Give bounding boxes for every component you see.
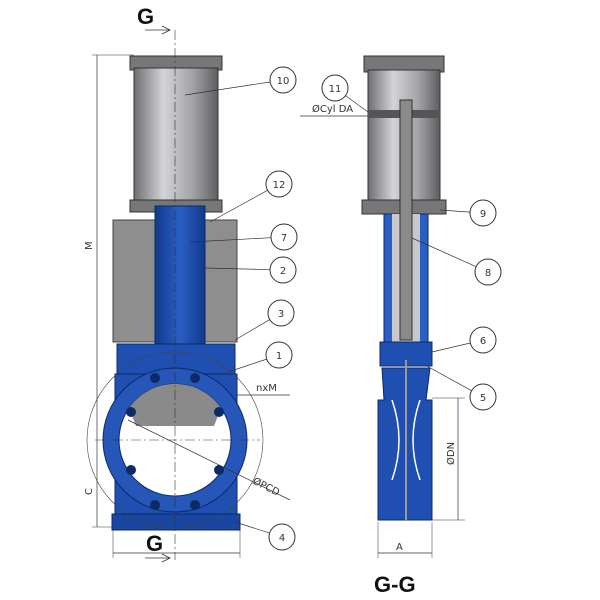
front-view: M C nxM ØPCD G G bbox=[84, 4, 291, 563]
balloon-1: 1 bbox=[276, 351, 282, 362]
balloon-12: 12 bbox=[273, 180, 286, 191]
section-mark-top: G bbox=[137, 4, 154, 29]
balloon-5: 5 bbox=[480, 393, 486, 404]
balloon-7: 7 bbox=[281, 233, 287, 244]
balloon-leader bbox=[189, 237, 272, 243]
dim-cyl-da: ØCyl DA bbox=[312, 103, 353, 115]
side-view: ØCyl DA ØDN A G-G bbox=[300, 55, 465, 597]
balloon-leader bbox=[424, 364, 472, 392]
balloon-circle bbox=[267, 299, 295, 327]
balloon-leader bbox=[227, 358, 267, 373]
balloon-circle bbox=[265, 170, 293, 198]
balloon-circle bbox=[474, 258, 502, 286]
balloon-circle bbox=[269, 256, 297, 284]
balloon-leader bbox=[184, 81, 271, 96]
balloon-leader bbox=[234, 521, 270, 534]
balloon-8: 8 bbox=[485, 268, 491, 279]
balloon-leader bbox=[234, 319, 270, 341]
balloon-4: 4 bbox=[279, 533, 285, 544]
balloon-circle bbox=[265, 341, 293, 369]
balloon-circle bbox=[469, 326, 497, 354]
balloon-circle bbox=[268, 523, 296, 551]
balloon-leader bbox=[209, 189, 268, 223]
stem-column bbox=[154, 205, 206, 367]
dim-PCD: ØPCD bbox=[251, 475, 282, 499]
side-stem bbox=[399, 99, 413, 341]
dim-C: C bbox=[84, 488, 95, 495]
dim-A: A bbox=[396, 542, 403, 553]
base-plate bbox=[111, 513, 241, 531]
balloon-leader bbox=[411, 237, 477, 268]
dim-DN: ØDN bbox=[445, 442, 457, 465]
balloon-circle bbox=[270, 223, 298, 251]
balloon-leader bbox=[431, 342, 471, 353]
balloon-circle bbox=[269, 66, 297, 94]
balloon-2: 2 bbox=[280, 266, 286, 277]
balloon-9: 9 bbox=[480, 209, 486, 220]
balloon-6: 6 bbox=[480, 336, 486, 347]
balloon-circle bbox=[469, 383, 497, 411]
balloon-3: 3 bbox=[278, 309, 284, 320]
section-mark-bottom: G bbox=[146, 531, 163, 556]
balloon-leader bbox=[345, 95, 369, 113]
pcd-circle bbox=[86, 351, 264, 529]
balloon-leader bbox=[204, 267, 271, 271]
section-view-title: G-G bbox=[374, 572, 416, 597]
dim-M: M bbox=[84, 241, 95, 250]
actuator-cylinder bbox=[133, 67, 219, 205]
balloon-leader bbox=[439, 209, 471, 213]
dim-nxM: nxM bbox=[256, 383, 277, 394]
balloon-11: 11 bbox=[329, 84, 342, 95]
balloon-circle bbox=[469, 199, 497, 227]
balloons: 10 12 7 2 3 1 4 11 9 8 6 5 bbox=[184, 66, 502, 551]
balloon-circle bbox=[321, 74, 349, 102]
bolt-holes bbox=[126, 373, 224, 510]
balloon-10: 10 bbox=[277, 76, 290, 87]
